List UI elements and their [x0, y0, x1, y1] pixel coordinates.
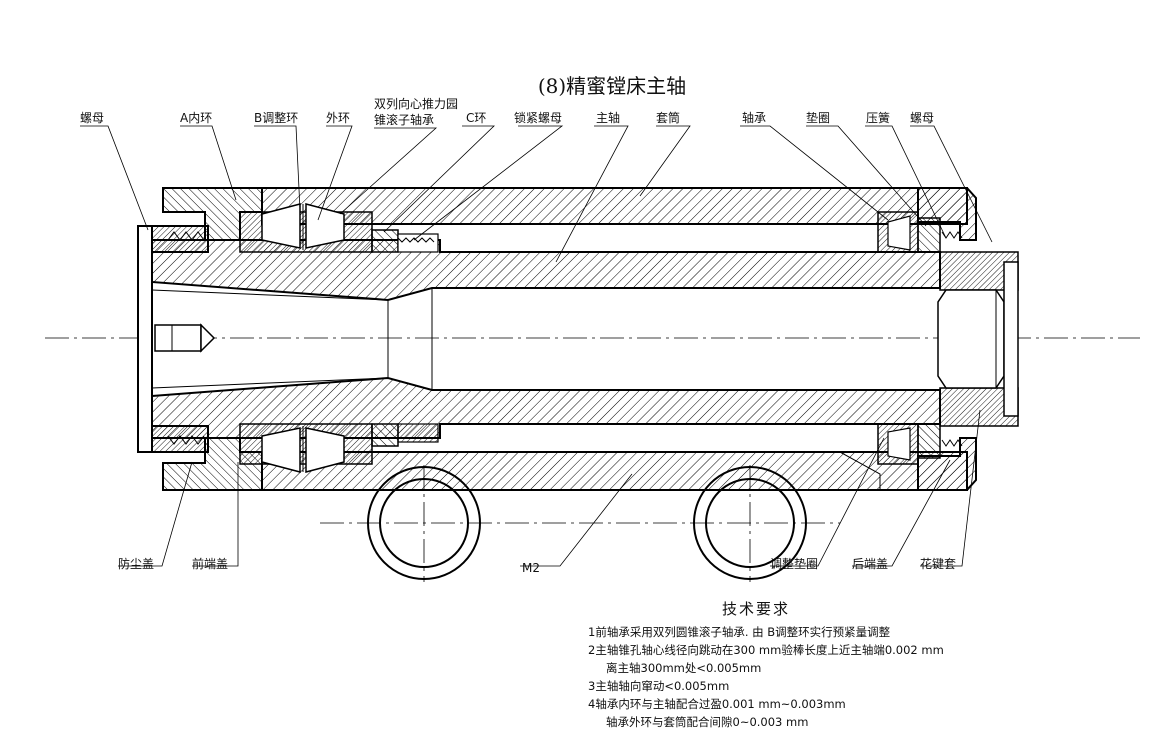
- spline-sleeve: [937, 251, 1019, 427]
- requirement-line: 离主轴300mm处<0.005mm: [606, 661, 761, 675]
- label-washer: 垫圈: [806, 110, 830, 125]
- front-pin: [154, 323, 216, 353]
- label-spline-sleeve: 花键套: [920, 556, 956, 571]
- label-front-cover: 前端盖: [192, 556, 228, 571]
- rear-end-cover: [917, 187, 977, 491]
- front-bearing-top: [239, 203, 373, 253]
- label-sleeve: 套筒: [656, 110, 680, 125]
- label-bearing-type-1: 双列向心推力园: [374, 96, 458, 111]
- drawing-title: (8)精蜜镗床主轴: [538, 74, 686, 98]
- c-ring-lock-nut: [371, 229, 439, 447]
- m2-tube-right: [693, 465, 807, 582]
- main-spindle: [151, 239, 941, 439]
- requirements-heading: 技术要求: [722, 600, 790, 618]
- requirement-line: 2主轴锥孔轴心线径向跳动在300 mm验棒长度上近主轴端0.002 mm: [588, 643, 944, 657]
- label-spring: 压簧: [866, 110, 890, 125]
- requirement-line: 4轴承内环与主轴配合过盈0.001 mm~0.003mm: [588, 697, 846, 711]
- requirement-line: 3主轴轴向窜动<0.005mm: [588, 679, 729, 693]
- label-b-adjust-ring: B调整环: [254, 110, 298, 125]
- requirement-line: 1前轴承采用双列圆锥滚子轴承. 由 B调整环实行预紧量调整: [588, 625, 891, 639]
- label-rear-cover: 后端盖: [852, 557, 888, 571]
- leader-lines: [80, 125, 993, 567]
- label-nut-right: 螺母: [910, 111, 934, 125]
- requirement-line: 轴承外环与套筒配合间隙0~0.003 mm: [606, 715, 808, 729]
- label-spindle: 主轴: [596, 110, 620, 125]
- label-adjust-washer: 调整垫圈: [770, 556, 818, 571]
- label-dust-cover: 防尘盖: [118, 556, 154, 571]
- label-bearing: 轴承: [742, 110, 766, 125]
- front-bearing-bottom: [239, 423, 373, 473]
- label-m2: M2: [522, 561, 540, 575]
- label-lock-nut: 锁紧螺母: [514, 110, 562, 125]
- label-bearing-type-2: 锥滚子轴承: [374, 112, 434, 127]
- label-c-ring: C环: [466, 111, 486, 125]
- label-a-inner-ring: A内环: [180, 111, 212, 125]
- label-outer-ring: 外环: [326, 111, 350, 125]
- sleeve: [261, 187, 968, 491]
- label-nut-left: 螺母: [80, 111, 104, 125]
- m2-tube-left: [367, 465, 481, 582]
- rear-bearing-assembly: [877, 211, 963, 465]
